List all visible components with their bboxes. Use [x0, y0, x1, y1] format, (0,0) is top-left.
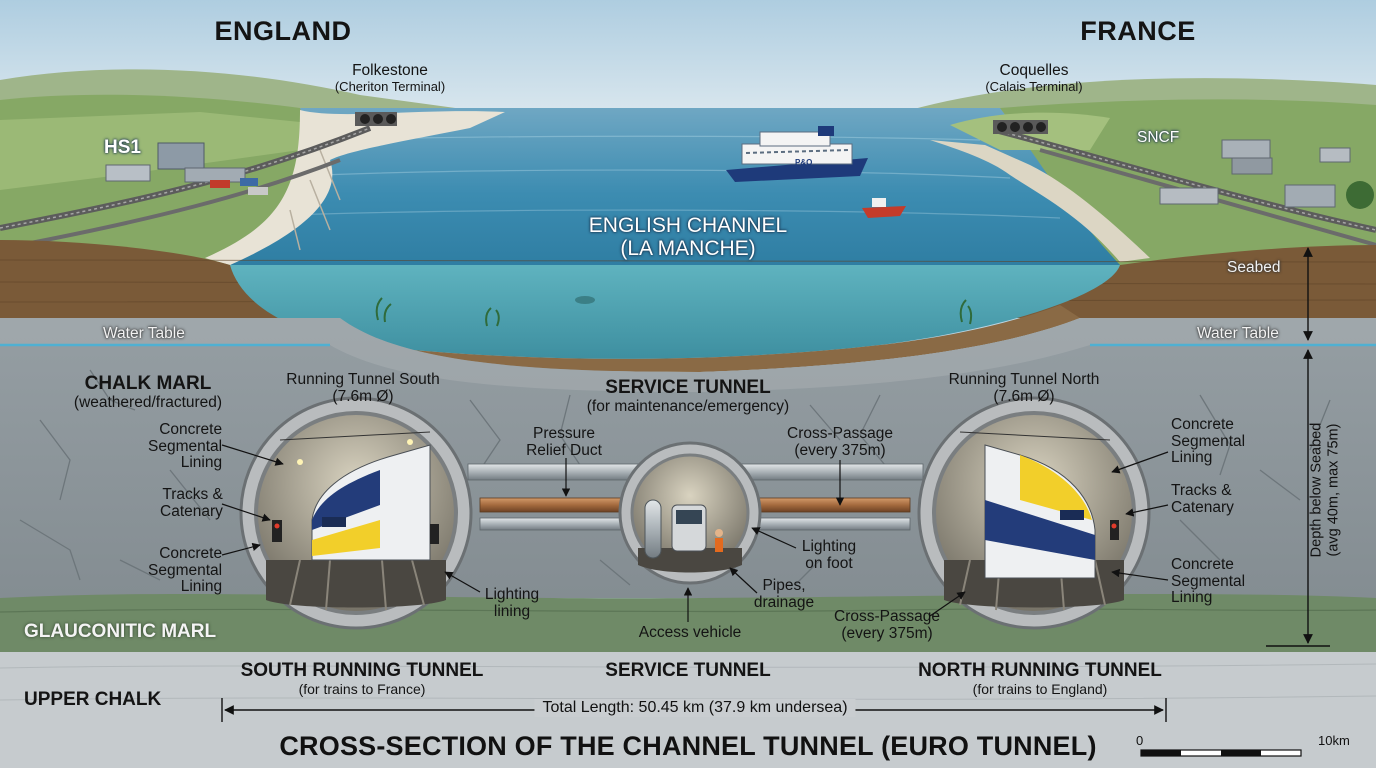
south-running-tunnel-title: SOUTH RUNNING TUNNEL (for trains to Fran…	[240, 660, 484, 697]
upper-chalk-label: UPPER CHALK	[24, 689, 162, 710]
running-tunnel-south-label: Running Tunnel South (7.6m Ø)	[286, 371, 440, 405]
region-france: FRANCE	[1080, 16, 1196, 46]
callout-south-lighting: Lighting lining	[484, 586, 540, 620]
rail-label-sncf: SNCF	[1137, 129, 1180, 146]
callout-lighting-on-foot: Lighting on foot	[801, 538, 857, 572]
north-running-tunnel	[917, 396, 1151, 630]
water-table-left-label: Water Table	[103, 325, 185, 342]
callout-north-tracks: Tracks & Catenary	[1171, 482, 1234, 516]
callout-pressure-relief-duct: Pressure Relief Duct	[526, 425, 602, 459]
running-tunnel-north-label: Running Tunnel North (7.6m Ø)	[948, 371, 1100, 405]
ferry-logo: P&O	[795, 158, 812, 167]
glauconitic-marl-label: GLAUCONITIC MARL	[24, 621, 217, 642]
rail-label-hs1: HS1	[104, 137, 141, 158]
callout-cross-passage-bottom: Cross-Passage (every 375m)	[834, 608, 940, 642]
terminal-france: Coquelles (Calais Terminal)	[985, 62, 1083, 94]
ferry-ship: P&O	[726, 126, 868, 182]
water-table-right-label: Water Table	[1197, 325, 1279, 342]
callout-north-lining-bottom: Concrete Segmental Lining	[1171, 556, 1246, 607]
callout-north-lining-top: Concrete Segmental Lining	[1171, 416, 1246, 467]
south-running-tunnel	[239, 396, 473, 630]
seabed-label: Seabed	[1227, 259, 1281, 276]
service-tunnel-title: SERVICE TUNNEL	[605, 660, 771, 681]
north-running-tunnel-title: NORTH RUNNING TUNNEL (for trains to Engl…	[918, 660, 1162, 697]
scale-min-label: 0	[1136, 733, 1144, 748]
callout-pipes-drainage: Pipes, drainage	[753, 577, 815, 611]
service-tunnel	[618, 441, 762, 585]
depth-label: Depth below Seabed (avg 40m, max 75m)	[1308, 422, 1341, 558]
total-length-label: Total Length: 50.45 km (37.9 km undersea…	[534, 699, 856, 717]
callout-south-lining-top: Concrete Segmental Lining	[148, 421, 223, 472]
terminal-england: Folkestone (Cheriton Terminal)	[334, 62, 446, 94]
english-channel-label: ENGLISH CHANNEL (LA MANCHE)	[588, 214, 788, 260]
chalk-marl-label: CHALK MARL (weathered/fractured)	[73, 373, 223, 411]
callout-access-vehicle: Access vehicle	[638, 624, 742, 641]
region-england: ENGLAND	[214, 16, 352, 46]
callout-cross-passage-top: Cross-Passage (every 375m)	[787, 425, 893, 459]
callout-south-tracks: Tracks & Catenary	[160, 486, 223, 520]
scale-max-label: 10km	[1318, 733, 1350, 748]
callout-south-lining-bottom: Concrete Segmental Lining	[148, 545, 223, 596]
diagram-title: CROSS-SECTION OF THE CHANNEL TUNNEL (EUR…	[279, 731, 1097, 761]
service-tunnel-label: SERVICE TUNNEL (for maintenance/emergenc…	[586, 377, 790, 415]
